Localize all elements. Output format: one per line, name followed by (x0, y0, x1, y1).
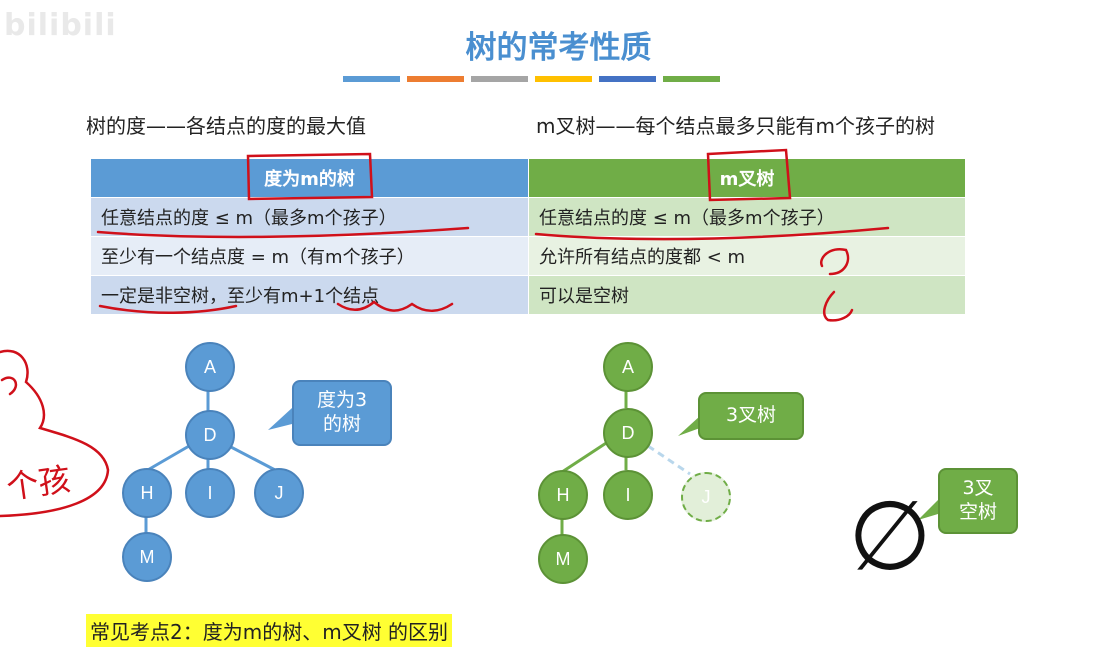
callout-pointer (918, 500, 938, 520)
callout-3-ary-empty-tree: 3叉 空树 (938, 468, 1018, 534)
ink-underline (534, 226, 890, 241)
ink-box (246, 152, 374, 201)
color-bar (663, 76, 720, 82)
table-row: 至少有一个结点度 = m（有m个孩子） 允许所有结点的度都 < m (90, 236, 966, 276)
table-cell: 可以是空树 (528, 275, 966, 315)
callout-3-ary-tree: 3叉树 (698, 392, 804, 440)
callout-pointer (678, 416, 700, 436)
ink-underline (96, 226, 470, 239)
header-m-ary-tree: m叉树 (528, 158, 966, 198)
page-title: 树的常考性质 (465, 30, 652, 66)
tree-node: A (603, 342, 653, 392)
tree-node: I (185, 468, 235, 518)
callout-degree-3-tree: 度为3 的树 (292, 380, 392, 446)
definition-m-ary: m叉树——每个结点最多只能有m个孩子的树 (536, 114, 935, 138)
table-row: 一定是非空树，至少有m+1个结点 可以是空树 (90, 275, 966, 315)
ink-mark (819, 247, 850, 276)
tree-node: M (122, 532, 172, 582)
callout-pointer (268, 408, 292, 430)
table-header-row: 度为m的树 m叉树 (90, 158, 966, 198)
ink-scribble (0, 349, 110, 518)
tree-node: M (538, 534, 588, 584)
color-bar (471, 76, 528, 82)
title-color-bars (343, 76, 720, 82)
tree-node: I (603, 470, 653, 520)
empty-set-symbol: ∅ (848, 480, 932, 592)
ink-underline (98, 304, 238, 314)
exam-point-note: 常见考点2：度为m的树、m叉树 的区别 (86, 614, 453, 647)
watermark: bilibili (4, 8, 117, 43)
callout-line: 空树 (958, 501, 997, 523)
tree-node-ghost: J (681, 472, 731, 522)
ink-scribble (0, 376, 18, 396)
table-cell: 允许所有结点的度都 < m (528, 236, 966, 276)
tree-node: H (122, 468, 172, 518)
color-bar (599, 76, 656, 82)
definition-degree: 树的度——各结点的度的最大值 (86, 114, 366, 138)
callout-line: 的树 (322, 413, 361, 435)
color-bar (343, 76, 400, 82)
color-bar (407, 76, 464, 82)
ink-box (706, 148, 792, 202)
handwritten-text: 个孩 (4, 460, 73, 507)
ink-underline (336, 300, 454, 312)
tree-node: J (254, 468, 304, 518)
tree-node: D (185, 410, 235, 460)
header-degree-m-tree: 度为m的树 (90, 158, 529, 198)
table-cell: 至少有一个结点度 = m（有m个孩子） (90, 236, 529, 276)
tree-node: A (185, 342, 235, 392)
tree-node: H (538, 470, 588, 520)
color-bar (535, 76, 592, 82)
table-cell: 一定是非空树，至少有m+1个结点 (90, 275, 529, 315)
edge-dashed (647, 444, 691, 476)
ink-mark (823, 290, 854, 322)
callout-line: 度为3 (316, 389, 368, 412)
callout-line: 3叉 (962, 477, 994, 500)
tree-node: D (603, 408, 653, 458)
comparison-table: 度为m的树 m叉树 任意结点的度 ≤ m（最多m个孩子） 任意结点的度 ≤ m（… (90, 158, 966, 315)
